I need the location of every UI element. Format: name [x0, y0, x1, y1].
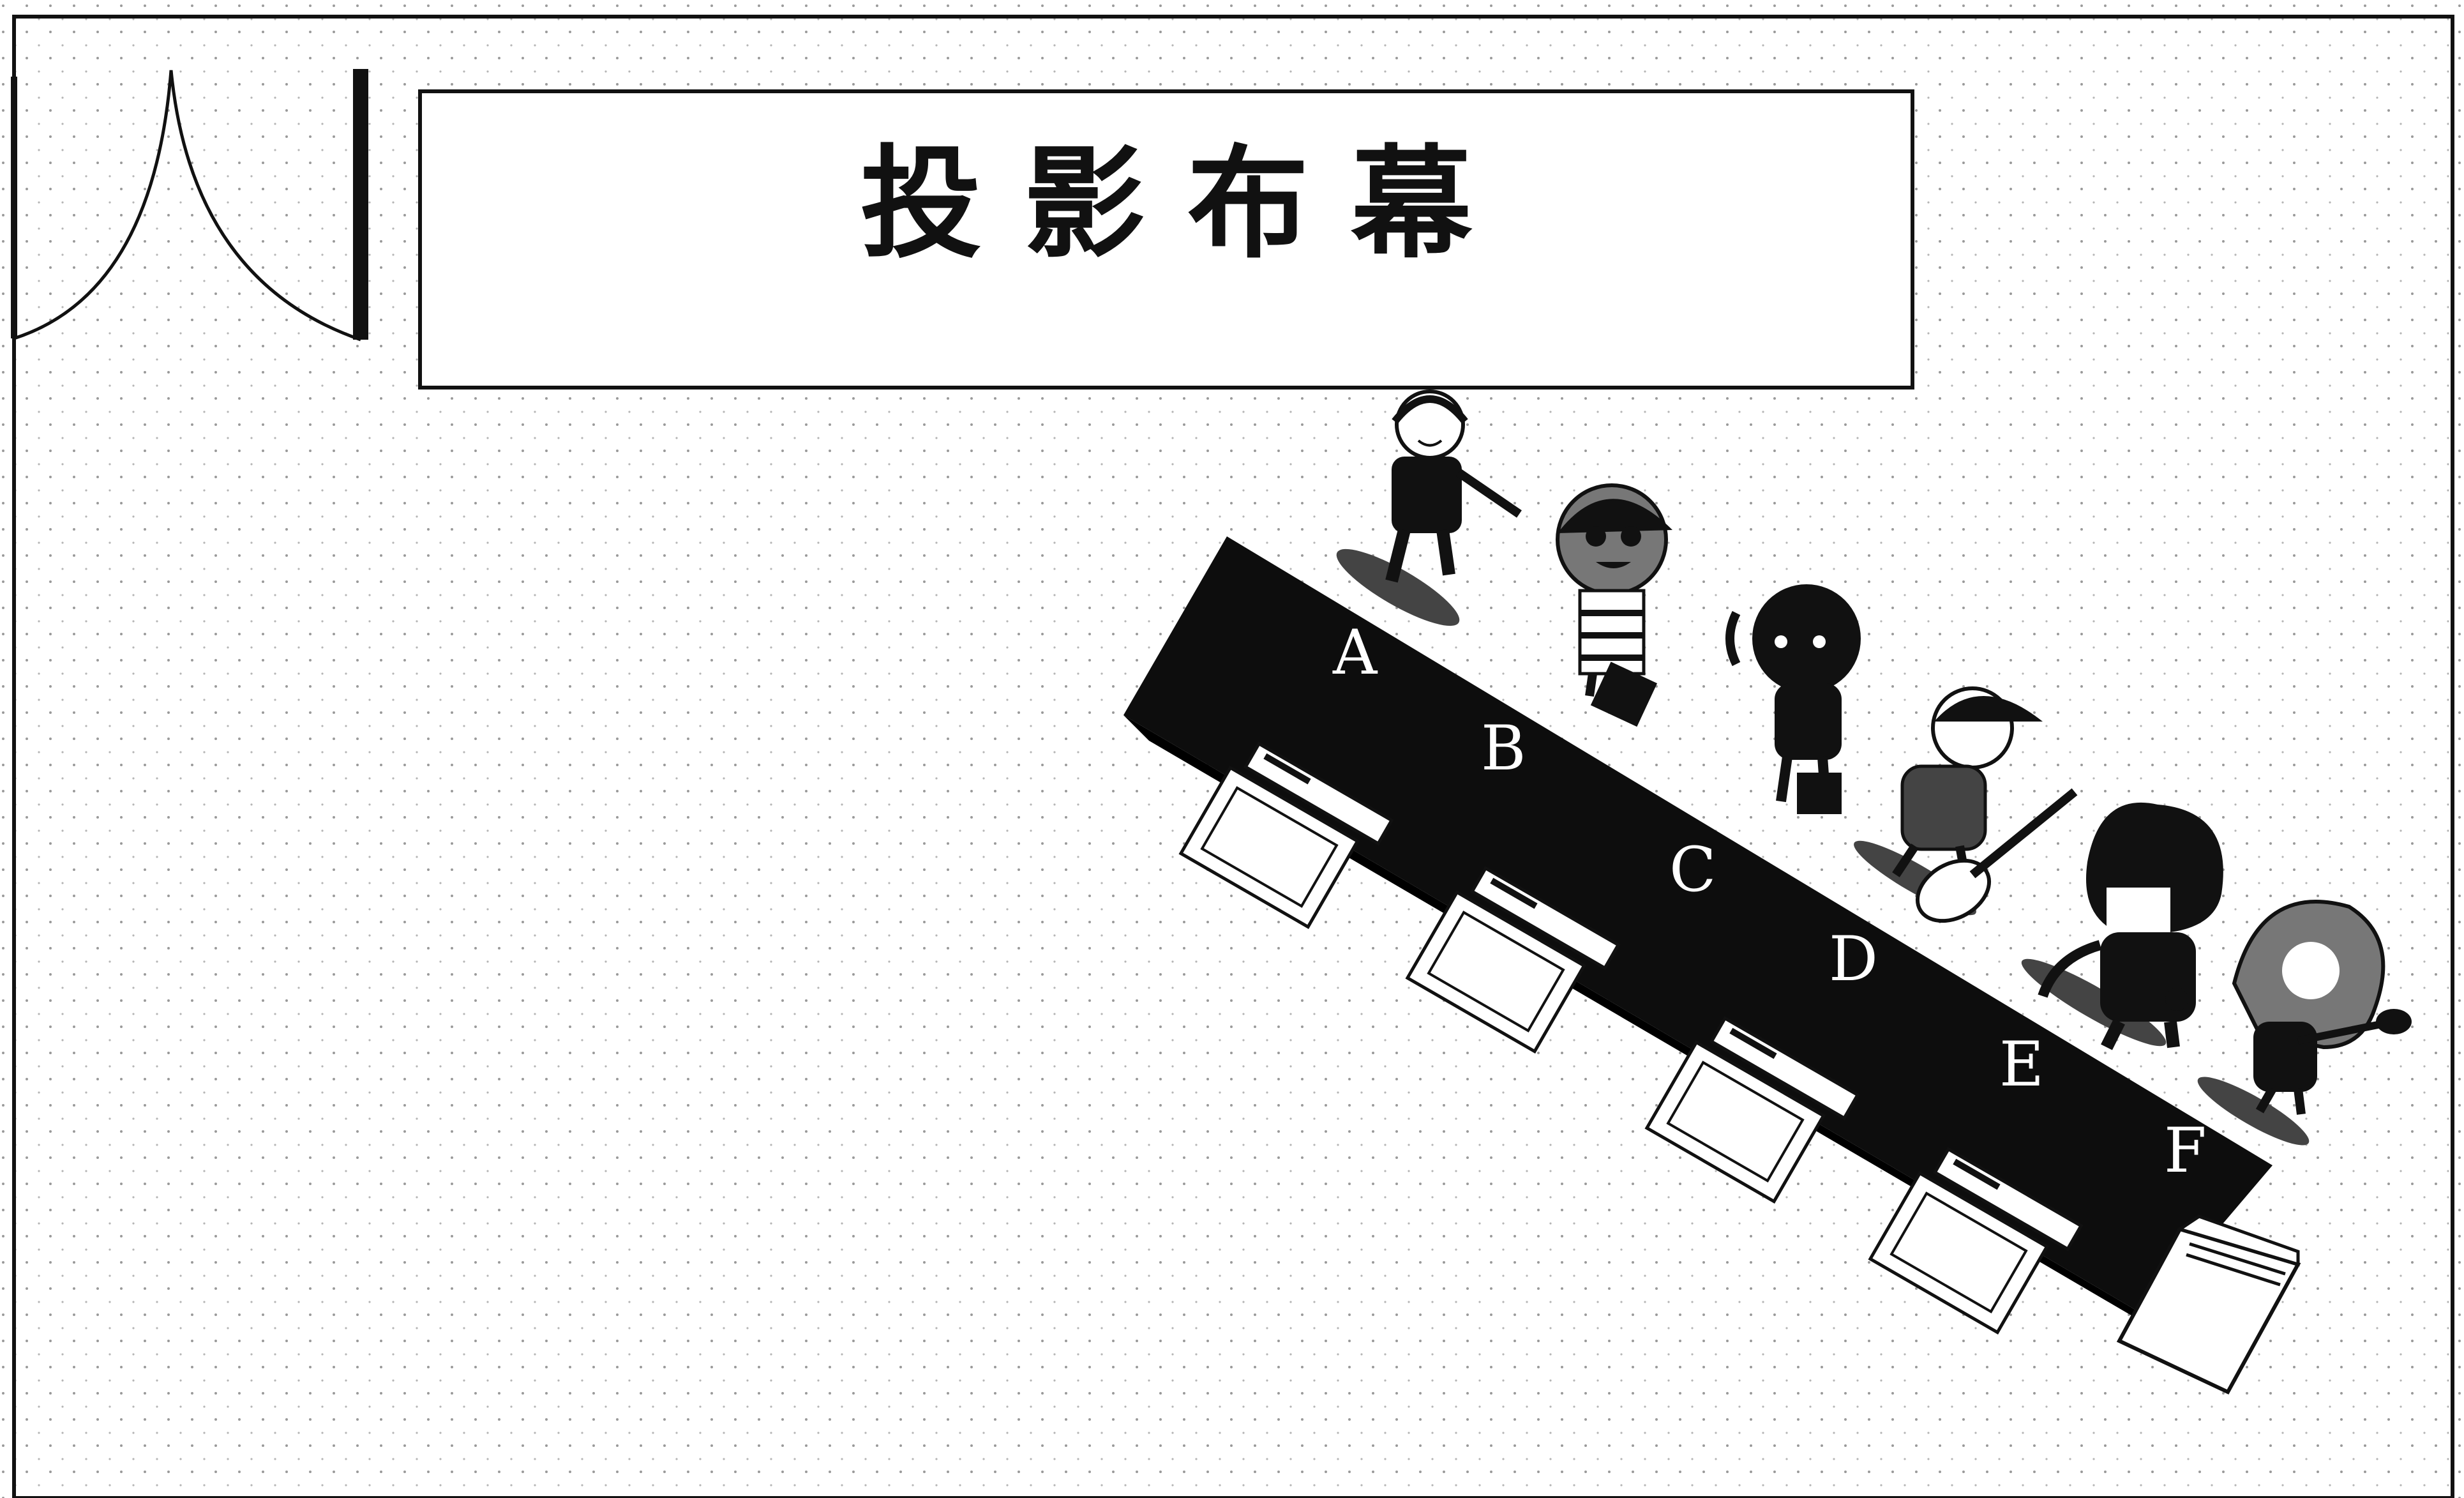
seat-label-e: E [1999, 1029, 2044, 1100]
figure-singer-with-microphone-icon [2021, 802, 2223, 1050]
computer-icon [1644, 1016, 1860, 1204]
pc-tower-icon [2116, 1214, 2301, 1395]
seat-label-f: F [2164, 1115, 2207, 1186]
desk-shadow-edge [1123, 715, 2164, 1335]
door-icon [11, 69, 368, 342]
figure-boy-with-headphones-icon [1336, 390, 1522, 626]
figure-guitarist-icon [1854, 686, 2078, 923]
seat-labels: A B C D E F [1332, 617, 2207, 1186]
figure-girl-with-bag-icon [1556, 483, 1672, 727]
seat-label-a: A [1332, 617, 1378, 688]
seat-label-c: C [1669, 834, 1716, 905]
room-border [12, 15, 2454, 1498]
computer-icon [1178, 741, 1394, 929]
desk-platform [1123, 536, 2272, 1315]
figure-guitarist-with-long-hair-icon [2197, 900, 2412, 1146]
seat-label-d: D [1829, 923, 1878, 995]
projection-screen: 投 影 布 幕 [418, 89, 1914, 390]
figure-child-with-bag-icon [1725, 584, 1861, 814]
computer-icon [1868, 1147, 2084, 1335]
screen-title: 投 影 布 幕 [860, 132, 1473, 275]
computer-icon [1405, 866, 1621, 1054]
seat-label-b: B [1481, 713, 1526, 784]
